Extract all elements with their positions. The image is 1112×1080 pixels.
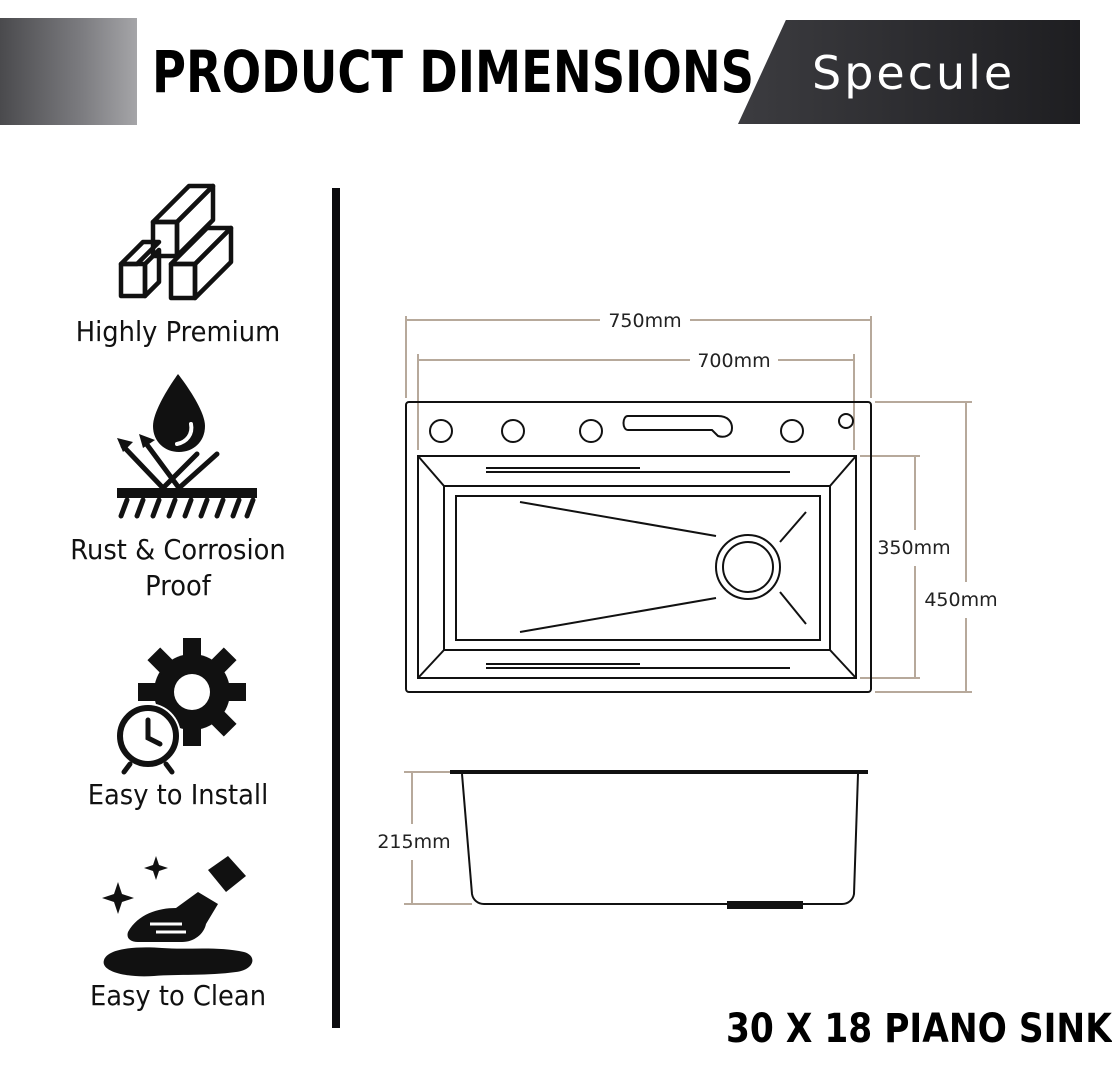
page-title: PRODUCT DIMENSIONS xyxy=(152,38,755,106)
brand-banner xyxy=(738,20,1080,124)
product-name: 30 X 18 PIANO SINK xyxy=(726,1006,1112,1052)
feature-label: Highly Premium xyxy=(75,315,281,348)
feature-easy-to-install: Easy to Install xyxy=(40,638,316,813)
brand-logo: Specule xyxy=(812,46,1016,100)
dim-overall-width: 750mm xyxy=(608,310,681,332)
stacked-bars-icon xyxy=(118,183,234,301)
dim-bowl-height: 215mm xyxy=(377,831,450,853)
sink-side-view xyxy=(450,770,868,909)
sink-top-view xyxy=(405,401,872,693)
feature-label: Rust & Corrosion Proof xyxy=(70,533,286,602)
feature-rust-corrosion-proof: Rust & Corrosion Proof xyxy=(40,368,316,604)
feature-highly-premium: Highly Premium xyxy=(40,178,316,350)
vertical-divider xyxy=(332,188,340,1028)
wipe-clean-icon xyxy=(102,856,253,977)
gear-clock-icon xyxy=(115,638,246,775)
header-accent-block xyxy=(0,18,137,125)
dim-inner-width: 700mm xyxy=(697,350,770,372)
feature-label: Easy to Install xyxy=(87,778,269,811)
feature-label: Easy to Clean xyxy=(89,979,267,1012)
dim-overall-depth: 450mm xyxy=(924,589,997,611)
dim-inner-depth: 350mm xyxy=(877,537,950,559)
water-repel-icon xyxy=(117,374,257,519)
sink-dimension-diagram: 750mm 700mm 350mm 450mm 215mm xyxy=(377,310,998,909)
feature-easy-to-clean: Easy to Clean xyxy=(40,852,316,1014)
